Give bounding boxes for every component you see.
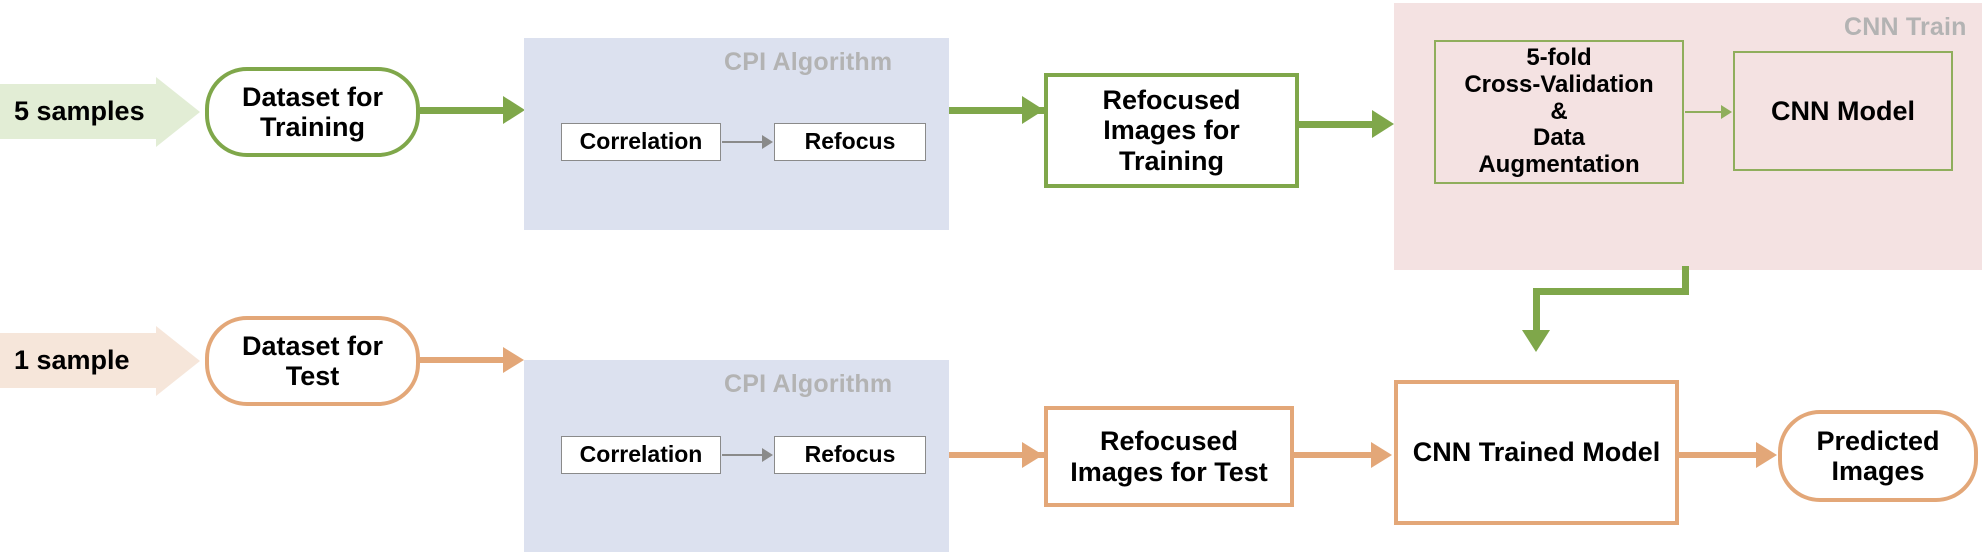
arrow-trained-model-to-predicted — [1679, 452, 1761, 458]
node-predicted-images[interactable]: Predicted Images — [1778, 410, 1978, 502]
panel-cnn-train-label: CNN Train — [1844, 13, 1967, 41]
arrowhead-icon — [1022, 442, 1043, 468]
node-predicted-images-line1: Predicted — [1816, 425, 1940, 456]
node-refocused-images-training-line3: Training — [1118, 145, 1224, 176]
node-cnn-model[interactable]: CNN Model — [1733, 51, 1953, 171]
arrowhead-icon — [1371, 442, 1392, 468]
cv-line2: Cross-Validation — [1464, 70, 1654, 98]
arrow-train-dataset-to-cpi — [420, 107, 508, 114]
input-chevron-test: 1 sample — [0, 325, 200, 396]
input-chevron-train: 5 samples — [0, 76, 200, 147]
input-chevron-test-label: 1 sample — [0, 333, 156, 388]
arrow-test-dataset-to-cpi — [420, 357, 508, 363]
node-correlation-test[interactable]: Correlation — [561, 436, 721, 474]
node-refocus-test[interactable]: Refocus — [774, 436, 926, 474]
cv-line5: Augmentation — [1478, 151, 1640, 179]
cv-line3: & — [1550, 97, 1568, 125]
connector-cnn-train-left — [1533, 288, 1689, 295]
node-predicted-images-line2: Images — [1831, 456, 1925, 486]
node-refocus-train[interactable]: Refocus — [774, 123, 926, 161]
arrowhead-icon — [1522, 330, 1550, 352]
arrowhead-icon — [1022, 96, 1044, 124]
node-correlation-train[interactable]: Correlation — [561, 123, 721, 161]
cv-line1: 5-fold — [1526, 43, 1592, 71]
arrowhead-icon — [503, 96, 525, 124]
arrowhead-icon — [762, 135, 773, 149]
arrow-test-correlation-to-refocus — [722, 454, 766, 456]
node-refocused-images-test-line2: Images for Test — [1070, 456, 1268, 487]
node-refocused-images-test-line1: Refocused — [1099, 426, 1239, 457]
chevron-tip-icon — [156, 325, 200, 396]
node-refocused-images-training-line1: Refocused — [1102, 85, 1241, 116]
node-dataset-test-line2: Test — [285, 361, 340, 391]
arrowhead-icon — [503, 347, 524, 373]
cv-line4: Data — [1532, 124, 1586, 152]
arrowhead-icon — [1372, 110, 1394, 138]
arrow-cv-to-cnn-model — [1685, 111, 1725, 113]
panel-cpi-algorithm-train-label: CPI Algorithm — [724, 48, 893, 76]
arrow-test-cpi-to-refocused — [949, 452, 1047, 458]
arrow-train-correlation-to-refocus — [722, 141, 766, 143]
node-cnn-trained-model[interactable]: CNN Trained Model — [1394, 380, 1679, 525]
panel-cnn-train — [1394, 3, 1982, 270]
arrowhead-icon — [1721, 105, 1732, 119]
arrowhead-icon — [1756, 442, 1777, 468]
connector-cnn-train-down2 — [1533, 288, 1540, 333]
node-dataset-test[interactable]: Dataset for Test — [205, 316, 420, 406]
node-dataset-training-line1: Dataset for — [241, 81, 384, 112]
arrow-test-refocused-to-trained-model — [1294, 452, 1376, 458]
arrow-train-cpi-to-refocused — [949, 107, 1047, 114]
connector-cnn-train-down — [1682, 266, 1689, 295]
node-cross-validation-augmentation[interactable]: 5-fold Cross-Validation & Data Augmentat… — [1434, 40, 1684, 184]
arrowhead-icon — [762, 448, 773, 462]
arrow-train-refocused-to-cnn — [1299, 121, 1379, 128]
node-refocused-images-training-line2: Images for — [1103, 115, 1240, 146]
node-dataset-training-line2: Training — [259, 112, 365, 142]
node-dataset-test-line1: Dataset for — [241, 330, 384, 361]
node-dataset-training[interactable]: Dataset for Training — [205, 67, 420, 157]
input-chevron-train-label: 5 samples — [0, 84, 156, 139]
node-refocused-images-training[interactable]: Refocused Images for Training — [1044, 73, 1299, 188]
panel-cpi-algorithm-test-label: CPI Algorithm — [724, 370, 893, 398]
chevron-tip-icon — [156, 76, 200, 147]
node-refocused-images-test[interactable]: Refocused Images for Test — [1044, 406, 1294, 507]
